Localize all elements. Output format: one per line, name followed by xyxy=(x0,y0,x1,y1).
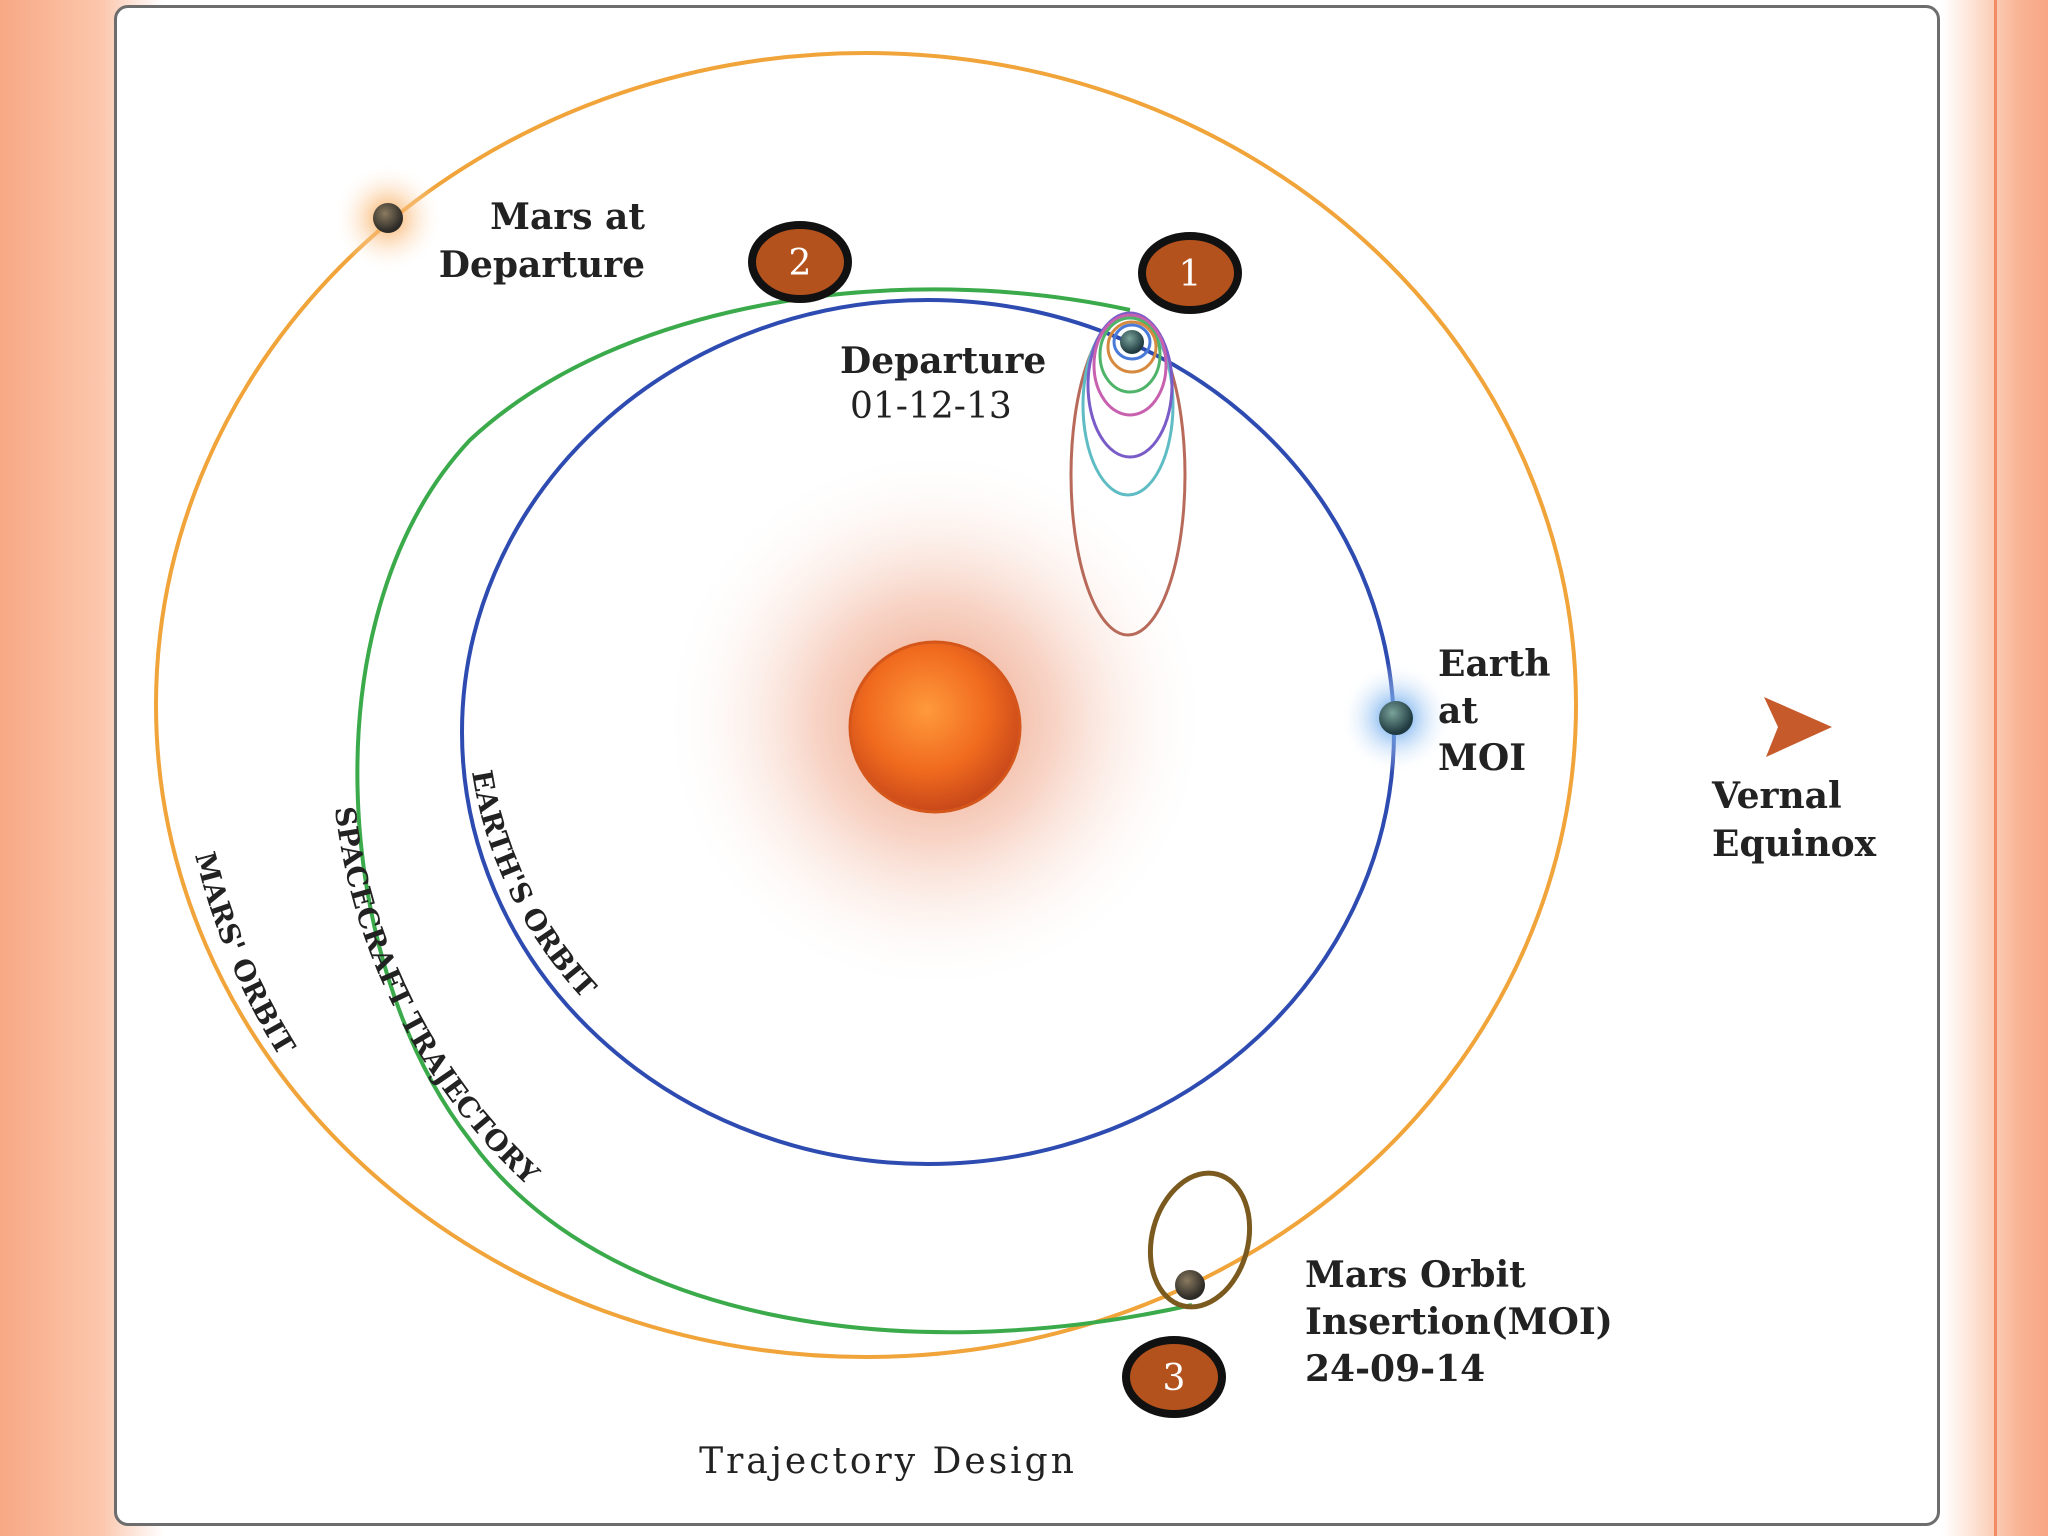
right-decorative-stripe xyxy=(1994,0,1997,1536)
mars-capture-orbit xyxy=(1147,1170,1253,1310)
marker-2-label: 2 xyxy=(789,243,812,284)
orbit-raising-loops xyxy=(1069,311,1187,637)
earth-orbit-label: EARTH'S ORBIT xyxy=(465,767,603,1004)
marker-2: 2 xyxy=(748,221,852,303)
vernal-equinox-arrow xyxy=(1764,697,1832,757)
mars-at-departure-label-line2: Departure xyxy=(439,244,645,286)
sun xyxy=(848,640,1022,814)
mars-at-departure xyxy=(373,203,403,233)
departure-label: Departure xyxy=(840,340,1046,382)
moi-label-line2: Insertion(MOI) xyxy=(1305,1301,1613,1343)
mars-orbit xyxy=(154,51,1578,1359)
earth-at-moi-label-line1: Earth xyxy=(1438,643,1551,685)
diagram-caption: Trajectory Design xyxy=(699,1441,1077,1482)
earth-at-moi-label-line2: at xyxy=(1438,690,1478,732)
marker-3: 3 xyxy=(1122,1336,1226,1418)
mars-at-departure-label-line1: Mars at xyxy=(490,196,645,238)
vernal-equinox-label-line2: Equinox xyxy=(1712,823,1877,865)
departure-date: 01-12-13 xyxy=(850,386,1012,427)
moi-label-line1: Mars Orbit xyxy=(1305,1254,1526,1296)
mars-orbit-label: MARS' ORBIT xyxy=(188,848,302,1060)
earth-at-departure xyxy=(1120,330,1144,354)
marker-1: 1 xyxy=(1138,232,1242,314)
spacecraft-trajectory xyxy=(355,287,1193,1335)
marker-3-label: 3 xyxy=(1163,1358,1186,1399)
moi-label-line3: 24-09-14 xyxy=(1305,1348,1485,1390)
earth-at-moi xyxy=(1379,701,1413,735)
vernal-equinox-label-line1: Vernal xyxy=(1711,775,1842,817)
marker-1-label: 1 xyxy=(1179,254,1202,295)
mars-at-moi xyxy=(1175,1270,1205,1300)
earth-at-moi-label-line3: MOI xyxy=(1438,737,1526,779)
